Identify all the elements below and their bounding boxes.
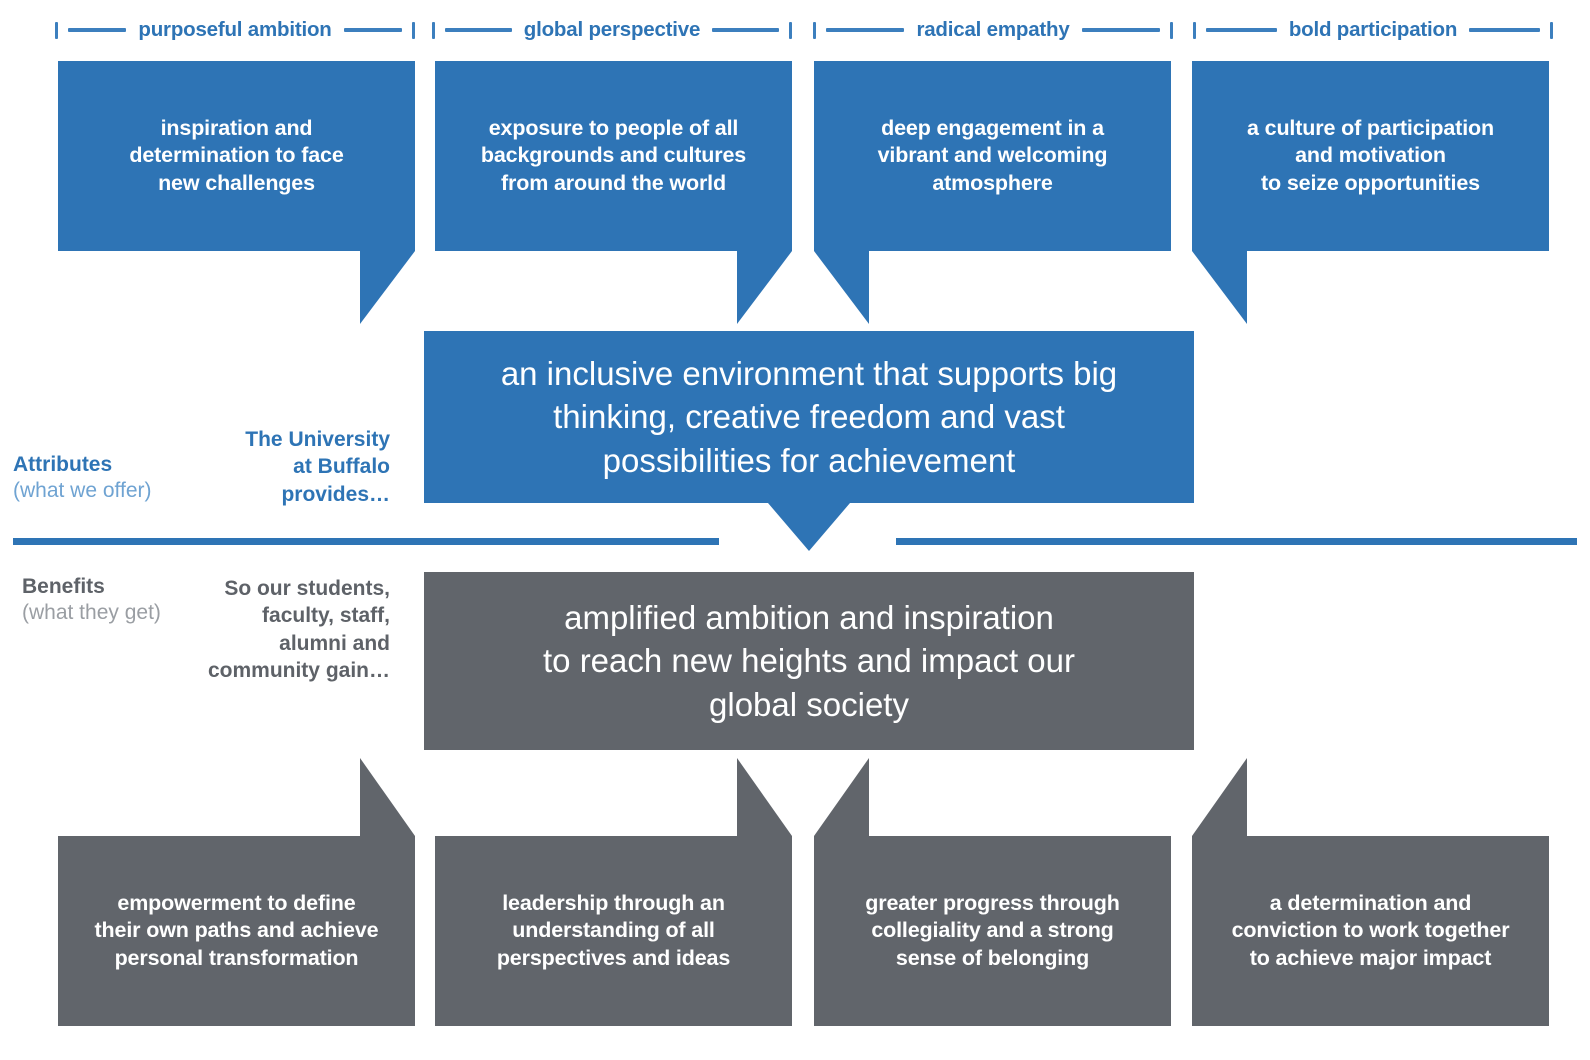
- attributes-category-subtitle: (what we offer): [13, 479, 152, 503]
- attribute-box-4-tail-icon: [1192, 251, 1247, 324]
- attribute-box-4-text: a culture of participation and motivatio…: [1247, 116, 1494, 195]
- attribute-box-2-tail-icon: [737, 251, 792, 324]
- benefit-box-4-tail-icon: [1192, 758, 1247, 836]
- measure-rule-left-icon: [68, 28, 127, 32]
- pillar-measure-bold-participation: bold participation: [1193, 14, 1553, 46]
- attributes-summary-tail-icon: [768, 503, 850, 551]
- benefits-category-label: Benefits (what they get): [22, 574, 242, 627]
- pillar-label: bold participation: [1288, 18, 1458, 41]
- measure-rule-right-icon: [343, 28, 403, 32]
- benefits-summary-box: amplified ambition and inspiration to re…: [424, 572, 1194, 750]
- attribute-box-3-tail-icon: [814, 251, 869, 324]
- benefit-box-4-text: a determination and conviction to work t…: [1231, 891, 1510, 970]
- pillar-label: radical empathy: [916, 18, 1070, 41]
- measure-cap-left-icon: [1193, 21, 1196, 39]
- benefit-box-2-text: leadership through an understanding of a…: [496, 891, 731, 970]
- section-divider-left: [13, 538, 719, 545]
- measure-rule-left-icon: [1206, 28, 1277, 32]
- benefit-box-3: greater progress through collegiality an…: [814, 758, 1171, 1026]
- pillar-measure-radical-empathy: radical empathy: [813, 14, 1173, 46]
- measure-cap-right-icon: [412, 21, 416, 39]
- attributes-category-label: Attributes (what we offer): [13, 452, 223, 505]
- benefit-box-3-tail-icon: [814, 758, 869, 836]
- measure-cap-left-icon: [813, 21, 816, 39]
- attributes-lead-in: The University at Buffalo provides…: [245, 428, 390, 506]
- attribute-box-3: deep engagement in a vibrant and welcomi…: [814, 61, 1171, 324]
- measure-cap-left-icon: [55, 21, 58, 39]
- benefit-box-3-text: greater progress through collegiality an…: [865, 891, 1120, 970]
- attribute-box-2: exposure to people of all backgrounds an…: [435, 61, 792, 324]
- attribute-box-1-text: inspiration and determination to face ne…: [129, 116, 344, 195]
- benefit-box-1-text: empowerment to define their own paths an…: [94, 891, 379, 970]
- benefit-box-2: leadership through an understanding of a…: [435, 758, 792, 1026]
- measure-cap-right-icon: [789, 21, 792, 39]
- attribute-box-1-tail-icon: [360, 251, 415, 324]
- pillar-label: global perspective: [523, 18, 701, 41]
- benefits-lead-in: So our students, faculty, staff, alumni …: [207, 577, 390, 682]
- attribute-box-2-text: exposure to people of all backgrounds an…: [480, 116, 747, 195]
- measure-rule-left-icon: [445, 28, 512, 32]
- measure-cap-right-icon: [1550, 21, 1553, 39]
- measure-rule-left-icon: [826, 28, 905, 32]
- benefit-box-2-tail-icon: [737, 758, 792, 836]
- measure-rule-right-icon: [1081, 28, 1160, 32]
- attributes-summary-text: an inclusive environment that supports b…: [500, 354, 1118, 479]
- benefits-category-subtitle: (what they get): [22, 601, 161, 625]
- measure-cap-right-icon: [1170, 21, 1173, 39]
- measure-cap-left-icon: [432, 21, 435, 39]
- pillar-measure-global-perspective: global perspective: [432, 14, 792, 46]
- measure-rule-right-icon: [712, 28, 779, 32]
- section-divider-right: [896, 538, 1577, 545]
- benefits-summary-text: amplified ambition and inspiration to re…: [543, 598, 1075, 723]
- pillar-label: purposeful ambition: [138, 18, 332, 41]
- benefit-box-1-tail-icon: [360, 758, 415, 836]
- attribute-box-4: a culture of participation and motivatio…: [1192, 61, 1549, 324]
- benefit-box-4: a determination and conviction to work t…: [1192, 758, 1549, 1026]
- measure-rule-right-icon: [1469, 28, 1540, 32]
- benefit-box-1: empowerment to define their own paths an…: [58, 758, 415, 1026]
- attribute-box-1: inspiration and determination to face ne…: [58, 61, 415, 324]
- attributes-summary-box: an inclusive environment that supports b…: [424, 331, 1194, 551]
- attributes-category-title: Attributes: [13, 453, 113, 476]
- attribute-box-3-text: deep engagement in a vibrant and welcomi…: [877, 116, 1108, 195]
- pillar-measure-purposeful-ambition: purposeful ambition: [55, 14, 416, 46]
- benefits-category-title: Benefits: [22, 575, 105, 598]
